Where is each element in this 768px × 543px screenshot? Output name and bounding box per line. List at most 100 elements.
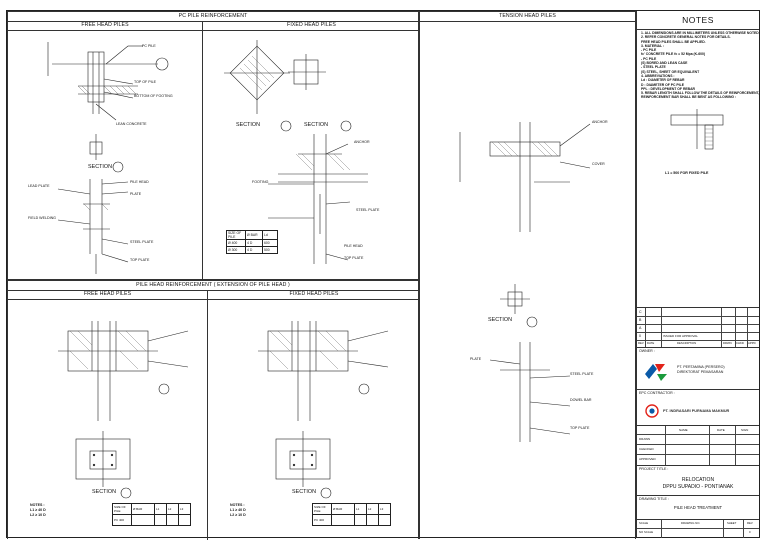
- pile-table-cell: 500: [262, 246, 278, 254]
- pile-table-cell: Ø 400: [226, 239, 246, 247]
- label-field-welding: FIELD WELDING: [28, 216, 56, 220]
- label-top-plate-free: TOP PLATE: [130, 258, 150, 262]
- label-top-plate-tension: TOP PLATE: [570, 426, 590, 430]
- label-pile-head-free: PILE HEAD: [130, 180, 149, 184]
- project-block: PROJECT TITLE : RELOCATION DPPU SUPADIO …: [637, 465, 759, 496]
- sign-header-sign: SIGN: [741, 428, 749, 432]
- rebar-bend-detail: [670, 109, 724, 150]
- note-line: 2. REFER CONCRETE GENERAL NOTES FOR DETA…: [641, 35, 731, 40]
- contractor-label: EPC CONTRACTOR :: [639, 391, 675, 395]
- rebar-cell: [331, 514, 355, 526]
- label-steel-plate-free: STEEL PLATE: [130, 240, 154, 244]
- rev-b: B: [639, 318, 642, 322]
- note-line: 5. REBAR LENGTH SHALL FOLLOW THE DETAILS…: [641, 91, 760, 96]
- label-anchor-tension: ANCHOR: [592, 120, 608, 124]
- label-pc-pile-free: PC PILE: [142, 44, 156, 48]
- label-plate-tension: PLATE: [470, 357, 482, 361]
- pile-head-panel: PILE HEAD REINFORCEMENT ( EXTENSION OF P…: [7, 280, 420, 540]
- subpanel-title-fixed-head-bottom: FIXED HEAD PILES: [208, 290, 420, 300]
- rev-header: APPD: [748, 341, 756, 345]
- rebar-header: Ø BAR: [131, 503, 155, 515]
- rebar-table-free: SIZE OF PILE Ø BAR L1 L2 L3 PC 400: [112, 503, 191, 526]
- label-top-plate-fixed: TOP PLATE: [344, 256, 364, 260]
- label-steel-plate-fixed: STEEL PLATE: [356, 208, 380, 212]
- note-line: - STEEL PLATE: [641, 65, 666, 70]
- note-l2-fixed: L2 ≥ 10 D: [230, 513, 246, 517]
- subpanel-title-free-head: FREE HEAD PILES: [8, 21, 202, 31]
- rev-0: 0: [639, 334, 641, 338]
- rebar-cell: [354, 514, 367, 526]
- rebar-cell: [166, 514, 179, 526]
- rev-header: DRWN: [723, 341, 732, 345]
- section-label-f: SECTION: [292, 489, 316, 495]
- pile-size-table: SIZE OF PILE Ø BAR Ld Ø 400 4 D 600 Ø 30…: [226, 230, 278, 254]
- panel-title-pc-pile: PC PILE REINFORCEMENT: [8, 12, 418, 22]
- rebar-cell: PC 400: [312, 514, 332, 526]
- drawing-sheet: PC PILE REINFORCEMENT FREE HEAD PILES FI…: [6, 10, 760, 540]
- section-label-e: SECTION: [92, 489, 116, 495]
- pc-pile-panel: PC PILE REINFORCEMENT FREE HEAD PILES FI…: [7, 11, 420, 281]
- tension-pile-drawing: [459, 122, 591, 442]
- sign-header-name: NAME: [679, 428, 688, 432]
- fixed-head-subpanel-bottom: FIXED HEAD PILES: [208, 290, 420, 540]
- label-bottom-footing-free: BOTTOM OF FOOTING: [134, 94, 173, 98]
- label-footing-fixed: FOOTING: [252, 180, 269, 184]
- owner-name: PT. PERTAMINA (PERSERO): [677, 365, 725, 369]
- notes-heading-fixed: NOTES :: [230, 503, 245, 507]
- note-line: (S) STEEL, SHEET OR EQUIVALENT: [641, 69, 700, 74]
- note-line: Ld : DIAMETER OF REBAR: [641, 78, 685, 83]
- owner-directorate: DIREKTORAT PEMASARAN: [677, 370, 724, 374]
- note-l2: L2 ≥ 10 D: [30, 513, 46, 517]
- pile-table-header: SIZE OF PILE: [226, 230, 246, 240]
- rev-header: CHKD: [736, 341, 744, 345]
- note-line: FREE HEAD PILES SHALL BE APPLIED.: [641, 39, 706, 44]
- free-head-subpanel-top: FREE HEAD PILES: [8, 21, 203, 281]
- rebar-table-fixed: SIZE OF PILE Ø BAR L1 L2 L3 PC 400: [312, 503, 391, 526]
- rebar-cell: [131, 514, 155, 526]
- rev-header: DESCRIPTION: [677, 341, 697, 345]
- label-steel-plate-tension: STEEL PLATE: [570, 372, 594, 376]
- sign-drawn: DRAWN: [639, 437, 651, 441]
- detail-caption: L1 = 500 FOR FIXED PILE: [665, 171, 709, 175]
- contractor-name: PT. INDRASARI PURNAMA MAKMUR: [663, 409, 730, 413]
- rebar-cell: [154, 514, 167, 526]
- owner-label: OWNER :: [639, 349, 655, 353]
- label-anchor-fixed: ANCHOR: [354, 140, 370, 144]
- project-label: PROJECT TITLE :: [639, 467, 669, 471]
- note-l1-fixed: L1 ≥ 40 D: [230, 508, 246, 512]
- panel-title-pile-head: PILE HEAD REINFORCEMENT ( EXTENSION OF P…: [8, 281, 418, 291]
- rebar-header: L3: [178, 503, 191, 515]
- notes-heading: NOTES :: [30, 503, 45, 507]
- owner-block: OWNER : PT. PERTAMINA (PERSERO) DIREKTOR…: [637, 347, 759, 390]
- pile-table-cell: 4 D: [245, 246, 263, 254]
- label-top-of-pile-free: TOP OF PILE: [134, 80, 157, 84]
- note-line: PPL : DEVELOPMENT OF REBAR: [641, 86, 696, 91]
- rebar-cell: [378, 514, 391, 526]
- rev-c: C: [639, 310, 642, 314]
- notes-title: NOTES: [637, 11, 759, 30]
- note-line: - PC PILE: [641, 48, 657, 53]
- pile-table-cell: 4 D: [245, 239, 263, 247]
- rebar-cell: [178, 514, 191, 526]
- revision-table: C B A 0 ISSUED FOR APPROVAL REV DATE DES…: [637, 307, 759, 348]
- project-title-line2: DPPU SUPADIO - PONTIANAK: [662, 484, 734, 490]
- rev-0-desc: ISSUED FOR APPROVAL: [663, 334, 698, 338]
- pile-table-header: Ld: [262, 230, 278, 240]
- subpanel-title-free-head-bottom: FREE HEAD PILES: [8, 290, 207, 300]
- tension-head-panel: TENSION HEAD PILES: [419, 11, 636, 539]
- rev-a: A: [639, 326, 642, 330]
- free-head-pile-elevation: [47, 42, 169, 274]
- contractor-block: EPC CONTRACTOR : PT. INDRASARI PURNAMA M…: [637, 389, 759, 426]
- free-head-notes: NOTES : L1 ≥ 40 D L2 ≥ 10 D: [30, 503, 46, 518]
- label-cover-tension: COVER: [592, 162, 605, 166]
- rebar-header: SIZE OF PILE: [112, 503, 132, 515]
- note-line: 4. ABBREVIATIONS :: [641, 73, 675, 78]
- note-line: REINFORCEMENT BAR SHALL BE BENT AS FOLLO…: [641, 95, 737, 100]
- note-line: 3. MATERIAL :: [641, 43, 665, 48]
- fixed-head-reinforcement-drawing: [258, 321, 389, 499]
- rebar-cell: [366, 514, 379, 526]
- rev-header: REV: [638, 341, 644, 345]
- drawing-title: PILE HEAD TREATMENT: [673, 505, 723, 510]
- note-line: - PC PILE: [641, 56, 657, 61]
- notes-titleblock-column: NOTES 1. ALL DIMENSIONS ARE IN MILLIMETE…: [636, 11, 760, 538]
